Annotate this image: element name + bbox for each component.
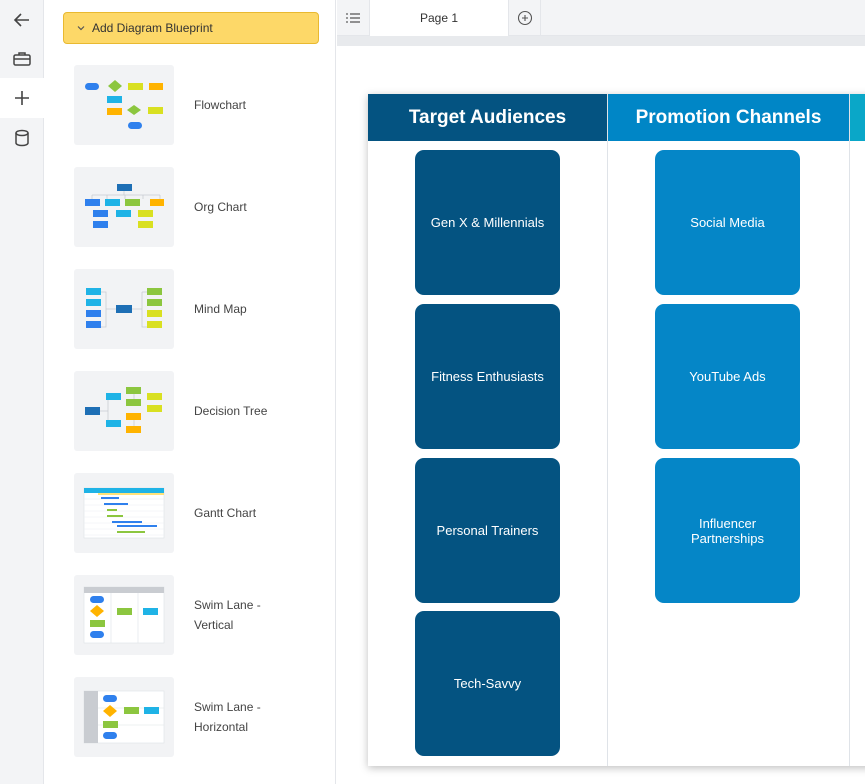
blueprint-label: Gantt Chart (194, 506, 257, 520)
swimlane-board[interactable]: Target Audiences Gen X & Millennials Fit… (368, 94, 865, 766)
blueprint-mind-map[interactable]: Mind Map (74, 269, 314, 349)
toolbox-icon (13, 52, 31, 66)
toolbox-button[interactable] (0, 39, 44, 79)
column-target-audiences[interactable]: Target Audiences Gen X & Millennials Fit… (368, 94, 608, 766)
canvas-top-strip (337, 36, 865, 46)
flowchart-thumbnail (74, 65, 174, 145)
add-button[interactable] (0, 78, 44, 118)
blueprint-panel: Add Diagram Blueprint Flowchart (44, 0, 336, 784)
card-personal-trainers[interactable]: Personal Trainers (415, 458, 560, 603)
decision-tree-thumbnail (74, 371, 174, 451)
blueprint-label: Swim Lane - Horizontal (194, 700, 261, 734)
add-page-button[interactable] (509, 0, 541, 36)
blueprint-label: Flowchart (194, 98, 247, 112)
blueprint-label: Swim Lane - Vertical (194, 598, 261, 632)
left-rail (0, 0, 44, 784)
card-gen-x-millennials[interactable]: Gen X & Millennials (415, 150, 560, 295)
gantt-chart-thumbnail (74, 473, 174, 553)
column-header-partial[interactable] (850, 94, 865, 141)
database-icon (15, 129, 29, 147)
blueprint-swim-lane-vertical[interactable]: Swim Lane - Vertical (74, 575, 314, 655)
list-icon (346, 13, 360, 23)
chevron-down-icon (77, 26, 85, 31)
page-tab-bar: Page 1 (337, 0, 865, 36)
add-circle-icon (517, 10, 532, 26)
tab-page-1[interactable]: Page 1 (369, 0, 509, 36)
mind-map-thumbnail (74, 269, 174, 349)
diagram-canvas[interactable]: Target Audiences Gen X & Millennials Fit… (337, 36, 865, 784)
card-social-media[interactable]: Social Media (655, 150, 800, 295)
tab-label: Page 1 (419, 11, 459, 25)
swim-lane-horizontal-thumbnail (74, 677, 174, 757)
plus-icon (15, 91, 29, 105)
column-third-partial[interactable] (850, 94, 865, 766)
blueprint-swim-lane-horizontal[interactable]: Swim Lane - Horizontal (74, 677, 314, 757)
org-chart-thumbnail (74, 167, 174, 247)
column-header[interactable]: Target Audiences (368, 94, 607, 141)
back-arrow-icon (13, 13, 29, 27)
blueprint-label: Decision Tree (194, 404, 268, 418)
card-influencer-partnerships[interactable]: Influencer Partnerships (655, 458, 800, 603)
blueprint-flowchart[interactable]: Flowchart (74, 65, 314, 145)
blueprint-label: Org Chart (194, 200, 247, 214)
back-button[interactable] (0, 0, 44, 40)
blueprint-gantt-chart[interactable]: Gantt Chart (74, 473, 314, 553)
blueprint-decision-tree[interactable]: Decision Tree (74, 371, 314, 451)
page-list-button[interactable] (337, 0, 369, 36)
add-diagram-blueprint-button[interactable]: Add Diagram Blueprint (63, 12, 319, 44)
blueprint-label: Mind Map (194, 302, 247, 316)
column-header[interactable]: Promotion Channels (608, 94, 849, 141)
swim-lane-vertical-thumbnail (74, 575, 174, 655)
column-promotion-channels[interactable]: Promotion Channels Social Media YouTube … (608, 94, 850, 766)
blueprint-org-chart[interactable]: Org Chart (74, 167, 314, 247)
card-fitness-enthusiasts[interactable]: Fitness Enthusiasts (415, 304, 560, 449)
card-tech-savvy[interactable]: Tech-Savvy (415, 611, 560, 756)
data-button[interactable] (0, 118, 44, 158)
card-youtube-ads[interactable]: YouTube Ads (655, 304, 800, 449)
add-diagram-blueprint-label: Add Diagram Blueprint (92, 21, 213, 35)
